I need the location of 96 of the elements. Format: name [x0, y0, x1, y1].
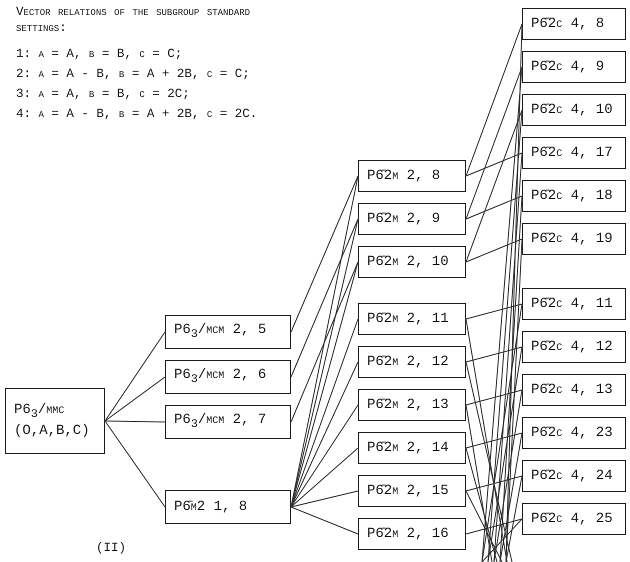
group-box — [522, 180, 626, 212]
note-text: (II) — [96, 540, 126, 556]
group-box — [358, 303, 466, 335]
note-text: 1: a = A, b = B, c = C; — [16, 46, 182, 62]
connector-line — [488, 110, 522, 562]
connector-line — [466, 476, 522, 492]
group-label: P6̄2c 4, 18 — [531, 186, 614, 206]
group-label: P6̄2m 2, 12 — [367, 352, 450, 372]
connector-line — [506, 238, 522, 562]
group-box — [522, 51, 626, 83]
group-label: P6̄2c 4, 12 — [531, 338, 614, 356]
connector-line — [290, 262, 358, 422]
group-label: P6$_{3}$/mcm 2, 5 — [174, 321, 268, 343]
connector-line — [482, 66, 522, 562]
connector-line — [466, 196, 522, 220]
group-label: P6̄2c 4, 8 — [531, 14, 606, 34]
note-text: Vector relations of the subgroup standard settings: — [16, 4, 252, 36]
group-label: P6̄2m 2, 13 — [367, 396, 450, 414]
group-box — [358, 389, 466, 421]
group-box — [522, 288, 626, 320]
group-box — [165, 405, 291, 439]
group-label: P6̄2c 4, 19 — [531, 230, 614, 248]
connector-line — [494, 390, 522, 562]
connector-line — [466, 66, 522, 220]
group-label: P6̄2c 4, 9 — [531, 58, 606, 76]
connector-line — [290, 448, 358, 508]
connector-line — [290, 176, 358, 332]
connector-line — [290, 490, 358, 508]
group-box — [522, 460, 626, 492]
group-label: P6̄2c 4, 17 — [531, 144, 614, 162]
note-text: 4: a = A - B, b = A + 2B, c = 2C. — [16, 106, 258, 122]
connector-line — [482, 304, 522, 562]
connector-line — [104, 332, 166, 422]
group-box — [522, 374, 626, 406]
group-label: P6̄2m 2, 10 — [367, 252, 450, 272]
connector-line — [466, 152, 522, 176]
connector-line — [290, 404, 358, 508]
connector-line — [466, 390, 522, 406]
group-label: (O,A,B,C) — [14, 422, 91, 442]
group-label: P6̄2m 2, 9 — [367, 210, 442, 228]
group-box — [522, 137, 626, 169]
connector-line — [466, 490, 502, 562]
connector-line — [500, 196, 522, 562]
group-label: P6̄2c 4, 25 — [531, 510, 614, 528]
connector-line — [104, 376, 166, 422]
connector-line — [506, 476, 522, 562]
connector-line — [466, 24, 522, 176]
connector-line — [466, 448, 498, 562]
connector-line — [104, 420, 166, 508]
group-box — [358, 475, 466, 507]
group-label: P6̄2m 2, 16 — [367, 524, 450, 544]
connector-line — [466, 238, 522, 262]
connector-line — [466, 362, 512, 562]
group-label: P6$_{3}$/mcm 2, 7 — [174, 411, 268, 433]
connector-line — [104, 420, 166, 422]
connector-line — [482, 518, 522, 562]
group-box — [522, 503, 626, 535]
connector-line — [290, 218, 358, 378]
group-label: P6̄2c 4, 23 — [531, 424, 614, 442]
group-label: P6̄2c 4, 10 — [531, 100, 614, 120]
note-text: 3: a = A, b = B, c = 2C; — [16, 86, 190, 102]
connector-line — [488, 346, 522, 562]
connector-line — [466, 432, 522, 448]
connector-line — [466, 110, 522, 262]
group-box — [522, 223, 626, 255]
connector-line — [500, 432, 522, 562]
group-box — [522, 417, 626, 449]
group-box — [522, 94, 626, 126]
group-box — [358, 203, 466, 235]
note-text: 2: a = A - B, b = A + 2B, c = C; — [16, 66, 250, 82]
group-label: P6̄m2 1, 8 — [174, 498, 248, 516]
group-box — [522, 8, 626, 40]
group-label: P6̄2c 4, 24 — [531, 466, 614, 486]
group-label: P6̄2m 2, 15 — [367, 482, 450, 500]
group-box — [5, 388, 105, 454]
connector-line — [466, 304, 522, 320]
group-box — [165, 315, 291, 349]
group-label: P6̄2c 4, 13 — [531, 380, 614, 400]
group-box — [358, 432, 466, 464]
connector-line — [494, 152, 522, 562]
group-label: P6$_{3}$/mmc — [14, 400, 66, 422]
group-box — [358, 518, 466, 550]
connector-line — [466, 346, 522, 362]
connector-line — [466, 518, 522, 534]
connector-line — [290, 506, 358, 534]
group-box — [165, 490, 291, 524]
group-box — [358, 346, 466, 378]
group-box — [522, 331, 626, 363]
group-box — [165, 360, 291, 394]
group-label: P6̄2m 2, 11 — [367, 310, 450, 328]
group-box — [358, 160, 466, 192]
group-label: P6̄2c 4, 11 — [531, 294, 614, 314]
group-label: P6$_{3}$/mcm 2, 6 — [174, 366, 268, 388]
group-label: P6̄2m 2, 14 — [367, 438, 450, 458]
group-box — [358, 246, 466, 278]
group-label: P6̄2m 2, 8 — [367, 166, 442, 186]
